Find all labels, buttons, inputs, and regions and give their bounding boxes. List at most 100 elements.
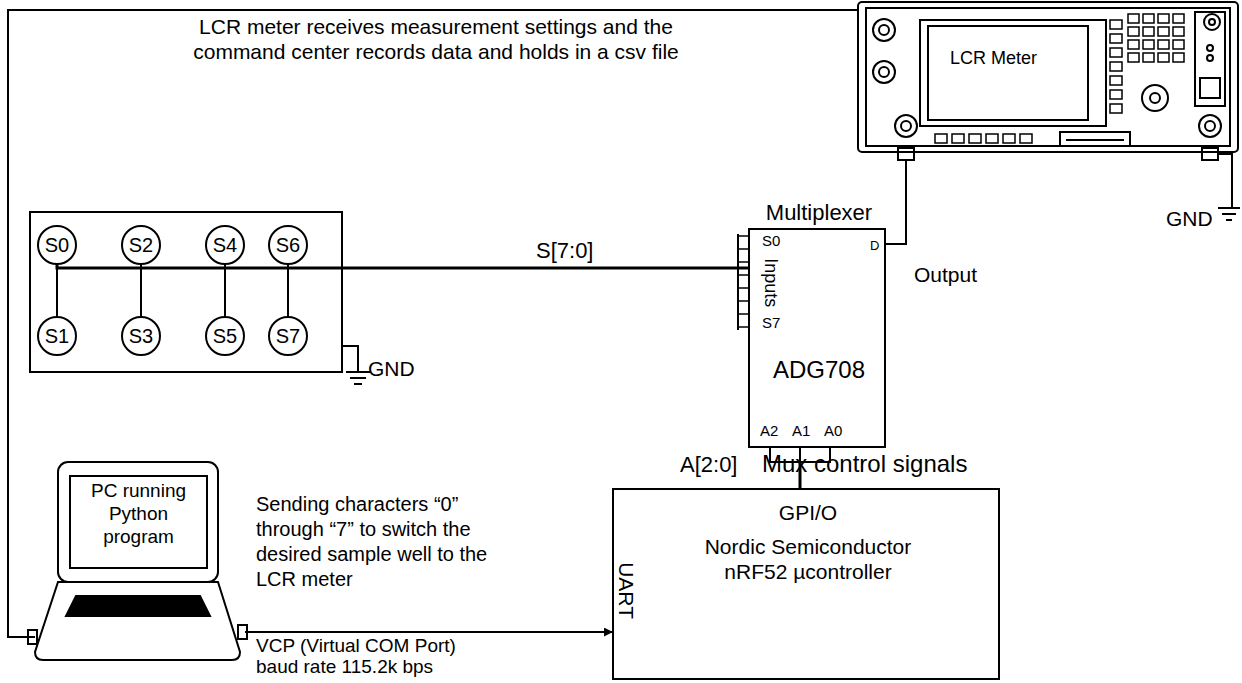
input-pins: [738, 236, 748, 327]
sample-well: S7: [268, 316, 308, 356]
connector: [1202, 148, 1218, 160]
sample-well: S2: [121, 225, 161, 265]
led: [1207, 55, 1213, 61]
node-text: Multiplexer: [748, 200, 890, 226]
signal-bus: [57, 265, 748, 268]
instrument-housing: [858, 2, 1238, 152]
input-pin: [738, 235, 748, 237]
bnc-connector: [1199, 115, 1221, 137]
dial: [1142, 85, 1168, 111]
input-pin: [738, 326, 748, 328]
ground-symbol: [350, 377, 366, 379]
ground-label: GND: [1166, 206, 1216, 231]
wire: [245, 631, 612, 633]
node-text: S1: [39, 318, 75, 354]
button: [1110, 104, 1122, 113]
ground-wire: [342, 346, 358, 372]
laptop-keyboard: [66, 596, 210, 616]
instrument-screen: [928, 26, 1088, 120]
knob: [873, 61, 895, 83]
button: [1143, 27, 1154, 36]
ground-label: GND: [368, 356, 418, 381]
button: [935, 134, 947, 143]
knob: [1204, 14, 1220, 30]
button: [1110, 76, 1122, 85]
node-text: S0: [39, 227, 75, 263]
button: [1110, 20, 1122, 29]
node-text: S4: [207, 227, 243, 263]
node-text: ADG708: [750, 356, 888, 385]
sample-well: S4: [205, 225, 245, 265]
button: [1158, 40, 1169, 49]
button: [1143, 40, 1154, 49]
knob: [879, 67, 889, 77]
node-text: UART: [613, 561, 638, 621]
sample-well: S5: [205, 316, 245, 356]
ground-symbol: [1218, 207, 1240, 209]
ground-symbol: [354, 383, 362, 385]
microcontroller-box: GPI/O Nordic Semiconductor nRF52 µcontrol…: [612, 488, 1000, 680]
input-pin: [738, 287, 748, 289]
sample-plate: [30, 212, 342, 372]
button: [1143, 14, 1154, 23]
sample-well: S3: [121, 316, 161, 356]
button: [1173, 40, 1184, 49]
pc-laptop: PC running Python program: [35, 462, 240, 660]
button: [952, 134, 964, 143]
pin-group-label: Inputs: [759, 248, 781, 318]
bnc-connector: [901, 121, 911, 131]
button: [969, 134, 981, 143]
note-text: Sending characters “0” through “7” to sw…: [256, 492, 506, 592]
input-pin: [738, 248, 748, 250]
sample-well: S1: [37, 316, 77, 356]
wire: [224, 265, 226, 316]
pin-name: S7: [762, 314, 792, 332]
button: [1110, 48, 1122, 57]
ground-wire: [1218, 154, 1232, 208]
pin-name: A1: [792, 422, 816, 440]
side-panel: [1195, 12, 1225, 106]
button: [1173, 53, 1184, 62]
button: [986, 134, 998, 143]
wire: [140, 265, 142, 316]
connector: [898, 148, 914, 160]
button: [1110, 90, 1122, 99]
node-text: Nordic Semiconductor nRF52 µcontroller: [698, 534, 918, 584]
laptop-display: [70, 476, 207, 568]
note-text: LCR meter receives measurement settings …: [166, 14, 706, 64]
input-pin: [738, 274, 748, 276]
sample-well: S6: [268, 225, 308, 265]
input-pin: [738, 300, 748, 302]
node-text: GPI/O: [614, 500, 1002, 525]
wire: [56, 265, 58, 316]
button: [1128, 53, 1139, 62]
ground-symbol: [1222, 213, 1236, 215]
sample-well: S0: [37, 225, 77, 265]
lcr-meter: LCR Meter: [858, 2, 1238, 160]
slot: [1066, 139, 1124, 141]
dial: [1150, 93, 1160, 103]
button: [1158, 14, 1169, 23]
slot: [1060, 132, 1130, 146]
button: [1173, 14, 1184, 23]
button: [1110, 34, 1122, 43]
knob: [1209, 19, 1215, 25]
button: [1158, 27, 1169, 36]
ground-symbol: [346, 371, 370, 373]
button: [1020, 134, 1032, 143]
laptop-screen: [58, 462, 218, 582]
button: [1173, 27, 1184, 36]
input-pin: [738, 313, 748, 315]
button: [1128, 27, 1139, 36]
button: [1143, 53, 1154, 62]
node-text: PC running Python program: [72, 480, 205, 548]
bnc-connector: [895, 115, 917, 137]
node-text: LCR Meter: [950, 48, 1060, 70]
led: [1207, 45, 1213, 51]
signal-name: A[2:0]: [680, 452, 760, 478]
signal-name: Mux control signals: [762, 450, 1002, 479]
button: [1128, 14, 1139, 23]
button: [1200, 78, 1220, 98]
pin-name: A2: [760, 422, 784, 440]
button-grid: [935, 14, 1184, 143]
